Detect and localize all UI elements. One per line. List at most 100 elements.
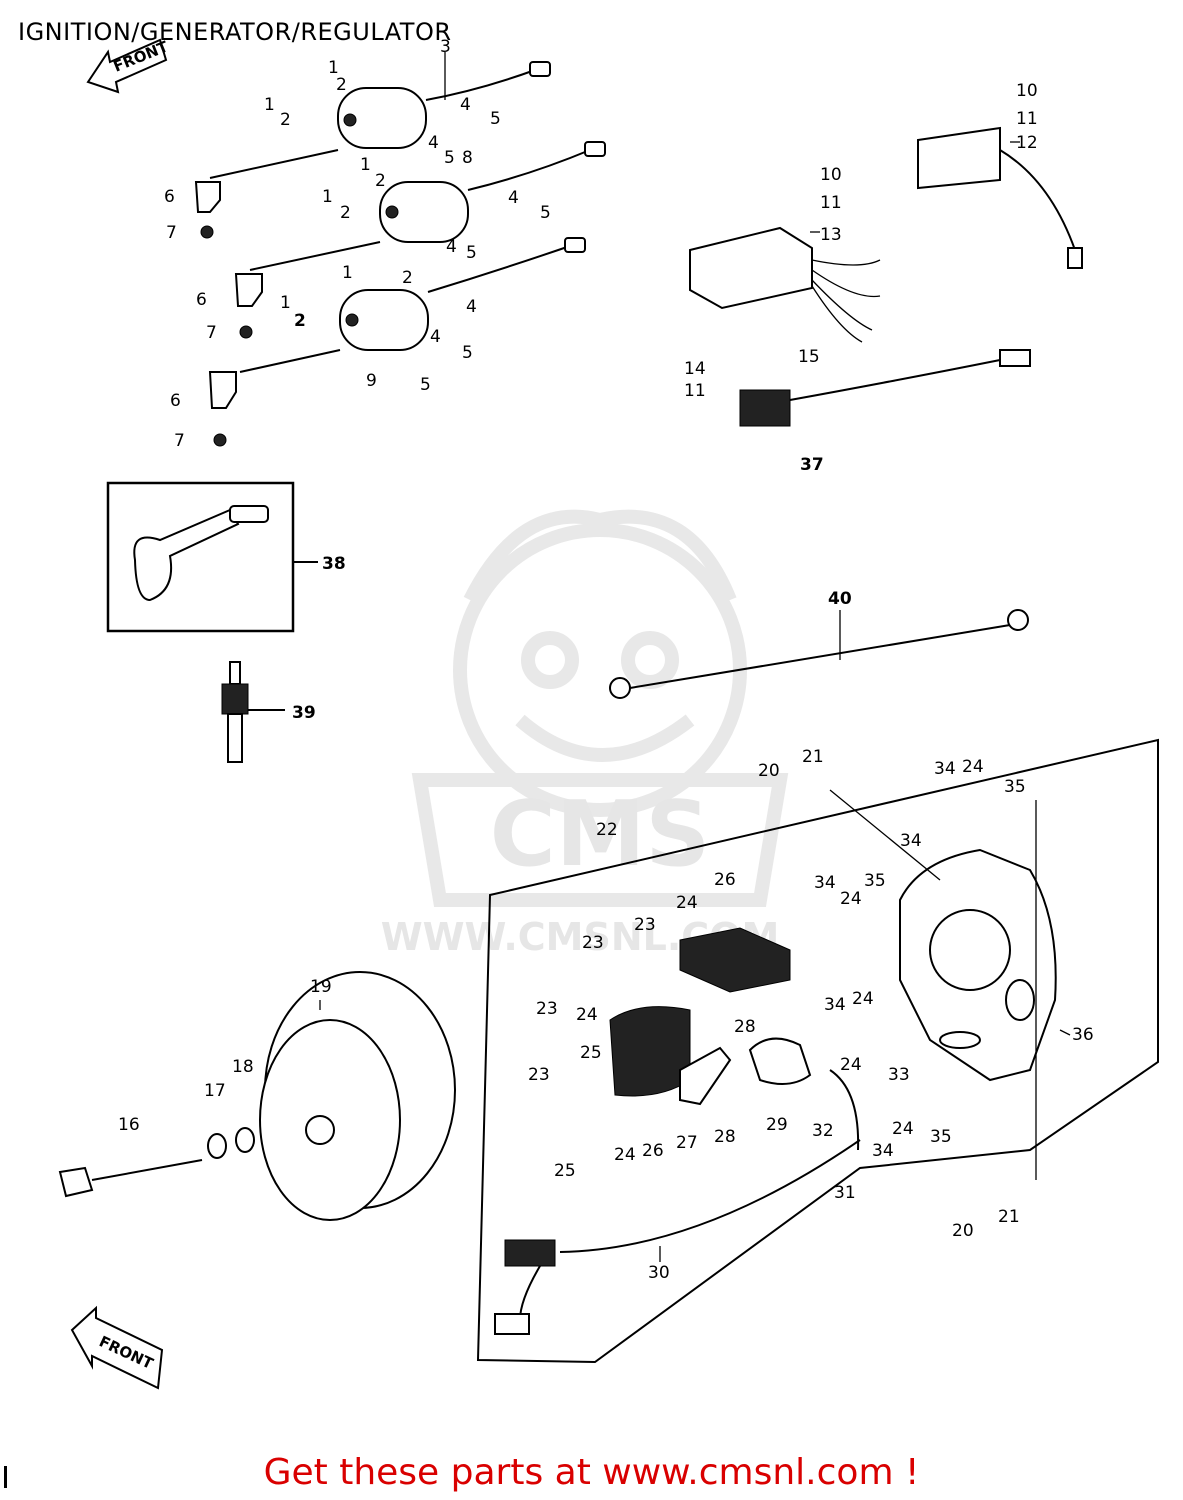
callout-31: 31 <box>834 1183 856 1203</box>
callout-20: 20 <box>952 1221 974 1241</box>
callout-10: 10 <box>820 165 842 185</box>
callout-23: 23 <box>528 1065 550 1085</box>
callout-2: 2 <box>375 171 386 191</box>
callout-24: 24 <box>676 893 698 913</box>
callout-30: 30 <box>648 1263 670 1283</box>
page-marker <box>4 1466 7 1488</box>
rotor-19 <box>259 971 456 1221</box>
washer-18 <box>235 1127 255 1153</box>
callout-24: 24 <box>840 889 862 909</box>
callout-2: 2 <box>336 75 347 95</box>
callout-40: 40 <box>828 589 852 609</box>
callout-1: 1 <box>264 95 275 115</box>
callout-2: 2 <box>340 203 351 223</box>
callout-1: 1 <box>322 187 333 207</box>
ground-lead-40 <box>609 609 1029 699</box>
callout-4: 4 <box>428 133 439 153</box>
callout-5: 5 <box>540 203 551 223</box>
callout-7: 7 <box>166 223 177 243</box>
front-arrow-bottom: FRONT <box>70 1305 164 1390</box>
front-arrow-icon <box>86 38 168 94</box>
contact-29 <box>748 1037 812 1085</box>
front-arrow-top: FRONT <box>86 37 171 94</box>
page-title: IGNITION/GENERATOR/REGULATOR <box>18 18 452 46</box>
callout-39: 39 <box>292 703 316 723</box>
callout-11: 11 <box>684 381 706 401</box>
callout-4: 4 <box>466 297 477 317</box>
callout-3: 3 <box>440 37 451 57</box>
callout-23: 23 <box>582 933 604 953</box>
callout-35: 35 <box>1004 777 1026 797</box>
callout-11: 11 <box>1016 109 1038 129</box>
callout-38: 38 <box>322 554 346 574</box>
callout-4: 4 <box>460 95 471 115</box>
callout-24: 24 <box>962 757 984 777</box>
callout-19: 19 <box>310 977 332 997</box>
spark-plug-39 <box>221 661 285 763</box>
callout-5: 5 <box>466 243 477 263</box>
callout-7: 7 <box>206 323 217 343</box>
callout-34: 34 <box>824 995 846 1015</box>
callouts: 1 2 3 1 2 4 5 4 5 8 1 2 1 2 4 5 4 5 6 7 … <box>118 37 1094 1283</box>
washer-17 <box>207 1133 227 1159</box>
callout-5: 5 <box>490 109 501 129</box>
watermark: CMS WWW.CMSNL.COM <box>381 509 789 959</box>
callout-25: 25 <box>554 1161 576 1181</box>
callout-18: 18 <box>232 1057 254 1077</box>
callout-16: 16 <box>118 1115 140 1135</box>
callout-10: 10 <box>1016 81 1038 101</box>
plug-cap-inset-38 <box>106 481 318 633</box>
coil-26-upper <box>679 927 791 993</box>
callout-17: 17 <box>204 1081 226 1101</box>
callout-2: 2 <box>280 110 291 130</box>
callout-24: 24 <box>614 1145 636 1165</box>
callout-24: 24 <box>576 1005 598 1025</box>
callout-33: 33 <box>888 1065 910 1085</box>
rectifier-15 <box>739 349 1031 427</box>
callout-22: 22 <box>596 820 618 840</box>
callout-25: 25 <box>580 1043 602 1063</box>
callout-5: 5 <box>420 375 431 395</box>
callout-20: 20 <box>758 761 780 781</box>
callout-15: 15 <box>798 347 820 367</box>
callout-26: 26 <box>714 870 736 890</box>
callout-13: 13 <box>820 225 842 245</box>
callout-24: 24 <box>852 989 874 1009</box>
front-arrow-icon <box>70 1305 164 1390</box>
ignition-coil-2 <box>249 141 606 271</box>
stator-assembly-frame <box>476 738 1159 1364</box>
callout-1: 1 <box>328 58 339 78</box>
callout-12: 12 <box>1016 133 1038 153</box>
footer-link-text[interactable]: Get these parts at www.cmsnl.com ! <box>263 1452 920 1493</box>
callout-1: 1 <box>342 263 353 283</box>
callout-21: 21 <box>802 747 824 767</box>
callout-1: 1 <box>360 155 371 175</box>
callout-26: 26 <box>642 1141 664 1161</box>
points-27 <box>679 1046 732 1106</box>
callout-5: 5 <box>444 148 455 168</box>
callout-27: 27 <box>676 1133 698 1153</box>
callout-4: 4 <box>446 237 457 257</box>
callout-8: 8 <box>462 148 473 168</box>
callout-23: 23 <box>634 915 656 935</box>
callout-6: 6 <box>170 391 181 411</box>
callout-6: 6 <box>164 187 175 207</box>
regulator-12 <box>917 126 1083 269</box>
regulator-13 <box>689 226 881 343</box>
callout-34: 34 <box>872 1141 894 1161</box>
leader-lines <box>313 52 1071 1262</box>
callout-35: 35 <box>930 1127 952 1147</box>
callout-2: 2 <box>294 311 306 331</box>
ignition-coil-1 <box>209 61 551 179</box>
callout-6: 6 <box>196 290 207 310</box>
callout-1: 1 <box>280 293 291 313</box>
callout-4: 4 <box>430 327 441 347</box>
callout-23: 23 <box>536 999 558 1019</box>
callout-37: 37 <box>800 455 824 475</box>
callout-24: 24 <box>892 1119 914 1139</box>
callout-36: 36 <box>1072 1025 1094 1045</box>
wire-harness-30 <box>494 1069 861 1335</box>
callout-29: 29 <box>766 1115 788 1135</box>
callout-34: 34 <box>934 759 956 779</box>
